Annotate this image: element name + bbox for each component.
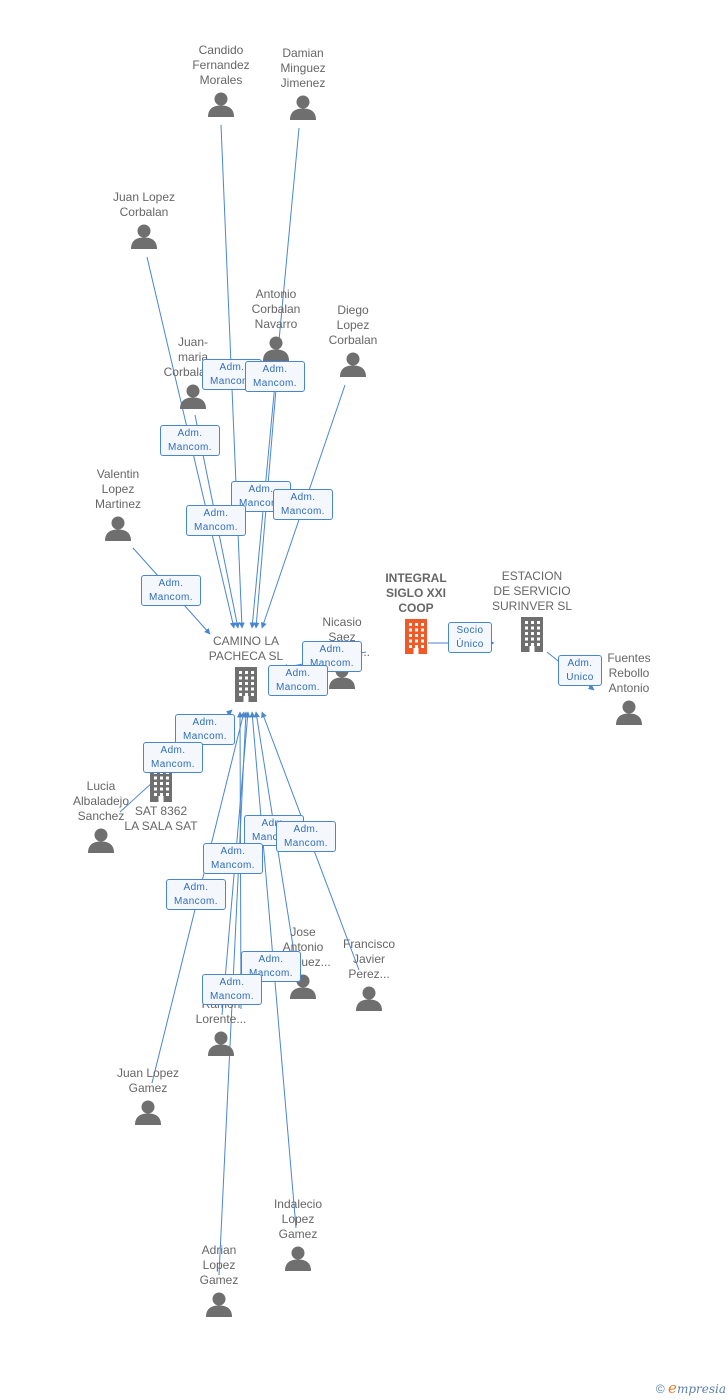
node-label-juanlg[interactable]: Juan Lopez Gamez [116, 1066, 180, 1095]
relation-badge[interactable]: Socio Único [448, 622, 492, 653]
copyright-symbol: © [655, 1382, 665, 1396]
person-icon[interactable] [262, 335, 290, 366]
node-label-juanmaria[interactable]: Juan- maria Corbalan... [163, 335, 223, 379]
node-label-integral[interactable]: INTEGRAL SIGLO XXI COOP [385, 571, 447, 615]
node-label-estacion[interactable]: ESTACION DE SERVICIO SURINVER SL [491, 569, 573, 613]
relation-badge[interactable]: Adm. Mancom. [141, 575, 201, 606]
relation-badge[interactable]: Adm. Mancom. [160, 425, 220, 456]
relation-badge[interactable]: Adm. Mancom. [166, 879, 226, 910]
node-label-fuentes[interactable]: Fuentes Rebollo Antonio [607, 651, 651, 695]
brand-logo-text: mpresia [676, 1382, 726, 1396]
company-building-icon[interactable] [231, 666, 261, 707]
brand-logo-e: e [668, 1379, 677, 1397]
person-icon[interactable] [615, 699, 643, 730]
person-icon[interactable] [130, 223, 158, 254]
relation-badge[interactable]: Adm. Mancom. [143, 742, 203, 773]
relation-badge[interactable]: Adm. Mancom. [273, 489, 333, 520]
node-label-camino[interactable]: CAMINO LA PACHECA SL [208, 634, 284, 663]
relation-badge[interactable]: Adm. Mancom. [186, 505, 246, 536]
copyright-footer: © empresia [656, 1379, 726, 1397]
node-label-damian[interactable]: Damian Minguez Jimenez [280, 46, 326, 90]
node-label-sat[interactable]: SAT 8362 LA SALA SAT [124, 804, 198, 833]
relation-badge[interactable]: Adm. Mancom. [268, 665, 328, 696]
relation-badge[interactable]: Adm. Unico [558, 655, 602, 686]
person-icon[interactable] [87, 827, 115, 858]
focus-company-building-icon[interactable] [401, 618, 431, 659]
person-icon[interactable] [289, 94, 317, 125]
node-label-lucia[interactable]: Lucia Albaladejo Sanchez [72, 779, 130, 823]
node-label-indalecio[interactable]: Indalecio Lopez Gamez [273, 1197, 323, 1241]
node-label-valentin[interactable]: Valentin Lopez Martinez [94, 467, 141, 511]
person-icon[interactable] [134, 1099, 162, 1130]
person-icon[interactable] [339, 351, 367, 382]
node-label-juanlc[interactable]: Juan Lopez Corbalan [112, 190, 176, 219]
node-label-candido[interactable]: Candido Fernandez Morales [192, 43, 250, 87]
node-label-antonio[interactable]: Antonio Corbalan Navarro [251, 287, 301, 331]
person-icon[interactable] [207, 91, 235, 122]
relation-badge[interactable]: Adm. Mancom. [245, 361, 305, 392]
node-label-adrian[interactable]: Adrian Lopez Gamez [199, 1243, 239, 1287]
person-icon[interactable] [355, 985, 383, 1016]
node-label-diego[interactable]: Diego Lopez Corbalan [328, 303, 378, 347]
person-icon[interactable] [284, 1245, 312, 1276]
relation-badge[interactable]: Adm. Mancom. [203, 843, 263, 874]
person-icon[interactable] [207, 1030, 235, 1061]
person-icon[interactable] [179, 383, 207, 414]
person-icon[interactable] [205, 1291, 233, 1322]
relation-badge[interactable]: Adm. Mancom. [241, 951, 301, 982]
company-building-icon[interactable] [517, 616, 547, 657]
node-label-francisco[interactable]: Francisco Javier Perez... [342, 937, 395, 981]
relation-badge[interactable]: Adm. Mancom. [175, 714, 235, 745]
relation-badge[interactable]: Adm. Mancom. [202, 974, 262, 1005]
person-icon[interactable] [104, 515, 132, 546]
relation-badge[interactable]: Adm. Mancom. [276, 821, 336, 852]
